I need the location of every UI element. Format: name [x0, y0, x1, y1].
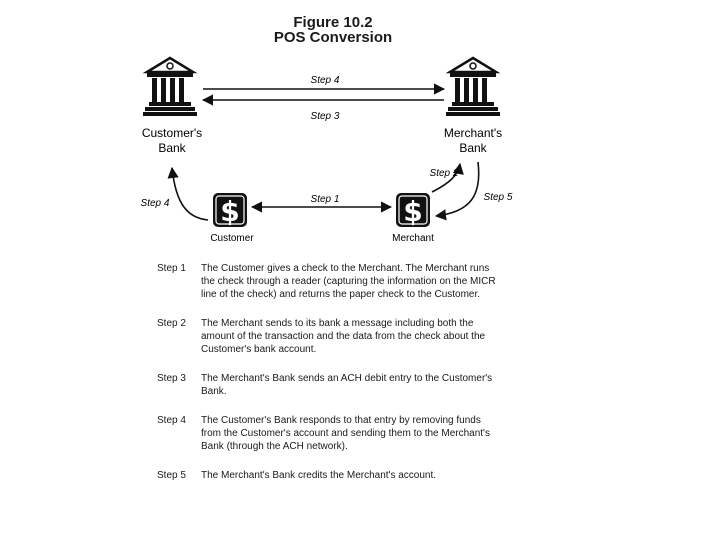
step2-label: Step 2 — [430, 168, 459, 179]
figure-number: Figure 10.2 — [293, 14, 373, 31]
customer-label: Customer — [210, 233, 254, 244]
pos-conversion-diagram: Customer's Bank Merchant's Bank Step 4 S… — [141, 56, 513, 244]
step-number: Step 3 — [157, 373, 186, 384]
step-description: The Merchant's Bank sends an ACH debit e… — [201, 373, 493, 397]
step-description: The Customer's Bank responds to that ent… — [201, 415, 490, 452]
step3-label: Step 3 — [311, 111, 340, 122]
step-description: The Merchant's Bank credits the Merchant… — [201, 470, 437, 481]
merchants-bank-label: Merchant's — [444, 126, 502, 140]
step4-left-label: Step 4 — [141, 198, 170, 209]
customers-bank-label-line2: Bank — [158, 141, 186, 155]
customers-bank-icon — [141, 56, 199, 118]
step-row: Step 2 The Merchant sends to its bank a … — [157, 317, 497, 356]
step-row: Step 5 The Merchant's Bank credits the M… — [157, 469, 497, 482]
customers-bank-label: Customer's — [142, 126, 202, 140]
step-description: The Merchant sends to its bank a message… — [201, 318, 486, 355]
svg-text:$: $ — [403, 195, 422, 228]
step-row: Step 1 The Customer gives a check to the… — [157, 262, 497, 301]
svg-text:$: $ — [220, 195, 239, 228]
step-number: Step 4 — [157, 415, 186, 426]
merchant-label: Merchant — [392, 233, 434, 244]
step1-label: Step 1 — [311, 194, 340, 205]
step4-curved-arrow-to-customers-bank — [167, 166, 209, 221]
step-number: Step 2 — [157, 318, 186, 329]
step-row: Step 4 The Customer's Bank responds to t… — [157, 414, 497, 453]
merchants-bank-icon — [444, 56, 502, 118]
step-number: Step 1 — [157, 263, 186, 274]
step-number: Step 5 — [157, 470, 186, 481]
step5-label: Step 5 — [484, 192, 513, 203]
steps-list: Step 1 The Customer gives a check to the… — [157, 262, 497, 498]
step-row: Step 3 The Merchant's Bank sends an ACH … — [157, 372, 497, 398]
step-description: The Customer gives a check to the Mercha… — [201, 263, 496, 300]
step5-curved-arrow-to-merchant — [434, 161, 480, 221]
step2-curved-arrow-to-merchants-bank — [431, 162, 464, 193]
figure-title: POS Conversion — [273, 29, 393, 46]
merchants-bank-label-line2: Bank — [459, 141, 487, 155]
step4-top-label: Step 4 — [311, 75, 340, 86]
